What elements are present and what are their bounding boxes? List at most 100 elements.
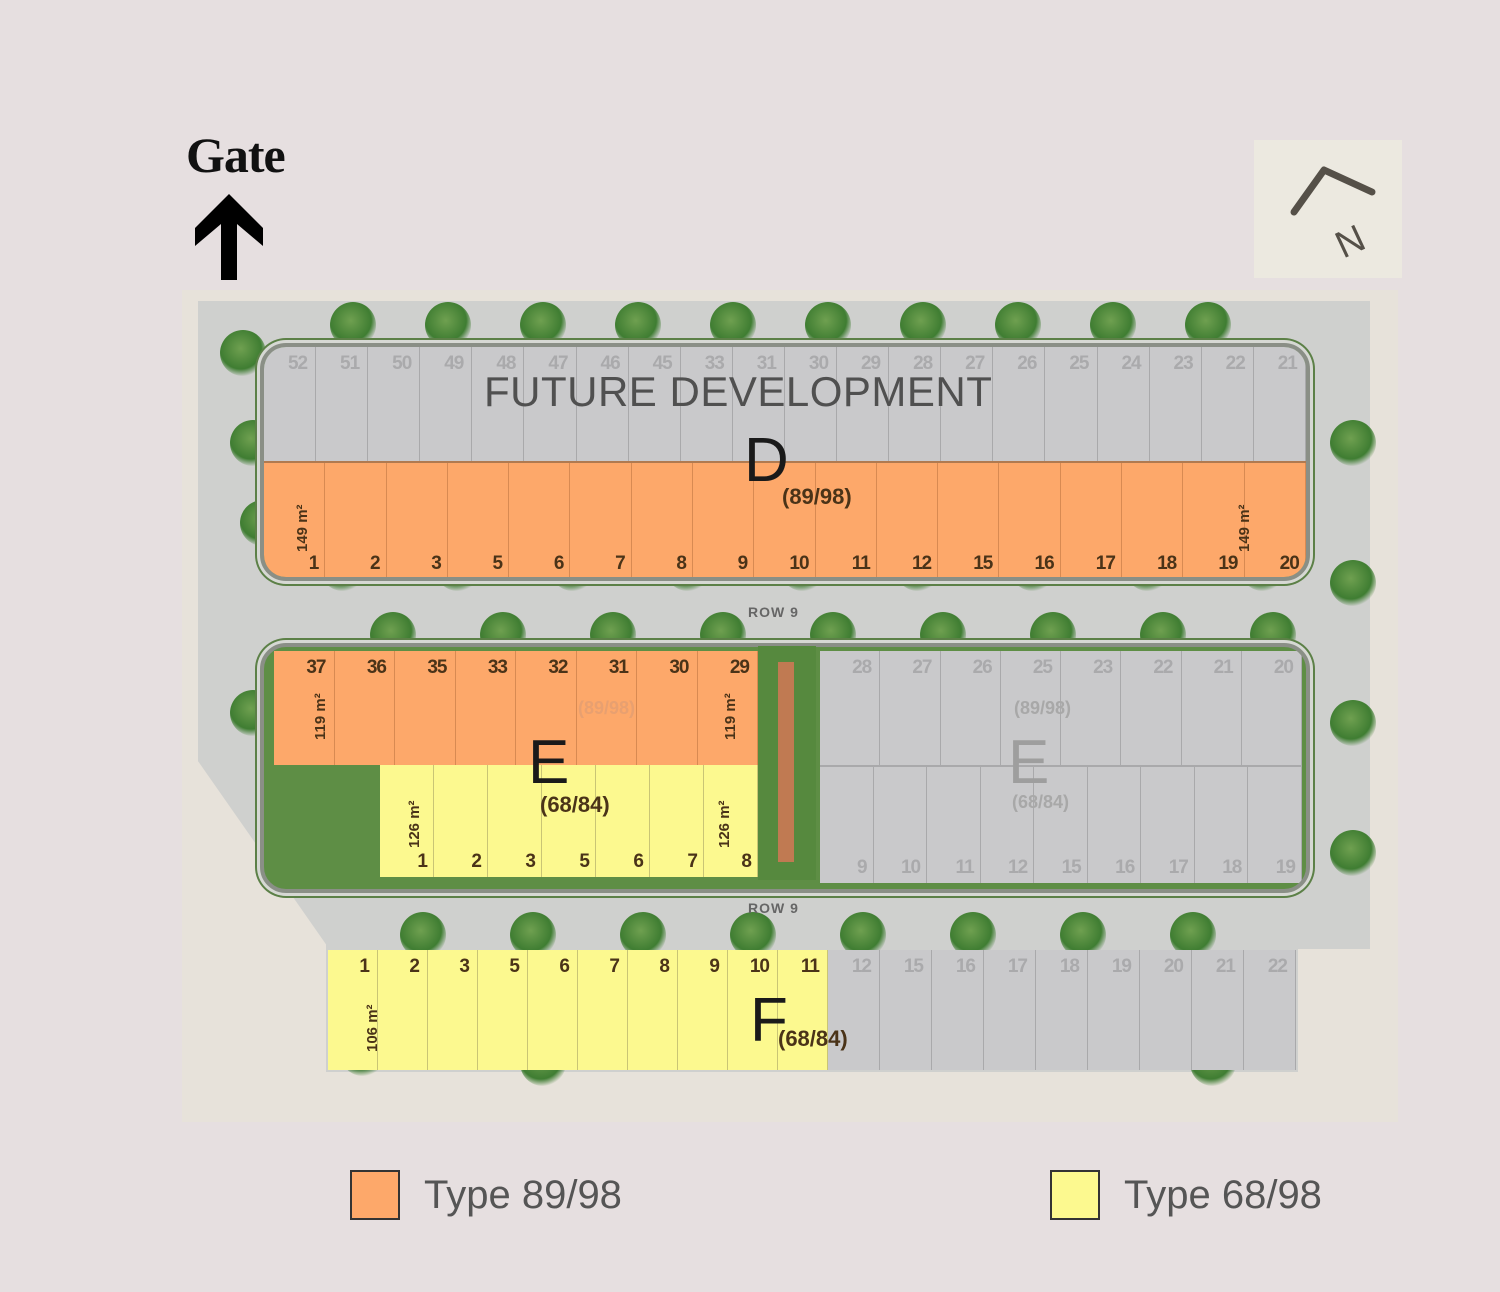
legend-label: Type 68/98 [1124,1172,1322,1217]
lot: 51 [316,347,369,461]
lot-number: 11 [851,553,871,574]
lot-number: 21 [1277,353,1298,374]
lot-number: 3 [459,956,470,977]
lot: 7 [578,950,628,1070]
lot: 28 [820,651,881,765]
lot: 17 [984,950,1036,1070]
future-development-label: FUTURE DEVELOPMENT [484,368,993,415]
tree-icon [805,302,851,348]
lot: 18 [1194,767,1249,883]
lot: 21 [1253,347,1306,461]
lot-number: 36 [366,657,387,678]
lot: 3 [488,765,542,877]
lot: 6 [528,950,578,1070]
lot-number: 5 [579,851,590,872]
lot: 47 [524,347,577,461]
lot: 33 [680,347,733,461]
lot-number: 5 [492,553,504,574]
lot: 5 [478,950,528,1070]
lot: 26 [993,347,1046,461]
gate-label: Gate [186,127,286,183]
lot-number: 8 [741,851,752,872]
lot-number: 49 [444,353,464,374]
lot: 7 [650,765,704,877]
lot: 8 [631,463,693,577]
lot: 1 [264,463,326,577]
legend-swatch-orange [350,1170,400,1220]
lot-number: 22 [1267,956,1288,977]
lot: 11 [815,463,877,577]
lot: 26 [940,651,1001,765]
lot: 5 [447,463,510,577]
tree-icon [1330,420,1376,466]
block-e-letter: E [528,728,570,797]
tree-icon [330,302,376,348]
lot-number: 23 [1093,657,1113,678]
lot: 24 [1097,347,1150,461]
lot-number: 30 [808,353,829,374]
area-label-e-bottom-left: 126 m² [406,800,423,848]
lot-number: 20 [1279,553,1300,574]
lot-number: 6 [633,851,644,872]
lot-number: 15 [973,553,993,574]
lot-number: 1 [308,553,320,574]
lot: 12 [980,767,1035,883]
lot: 25 [1000,651,1061,765]
lot-number: 31 [756,353,777,374]
lot-number: 6 [559,956,570,977]
lot: 9 [820,767,874,883]
lot-number: 2 [471,851,482,872]
lot: 10 [728,950,778,1070]
tree-icon [615,302,661,348]
lot-number: 33 [704,353,725,374]
tree-icon [1090,302,1136,348]
lot-number: 16 [1115,857,1135,878]
lot-number: 26 [1017,353,1037,374]
lot-number: 28 [852,657,872,678]
tree-icon [1330,830,1376,876]
lot: 49 [420,347,473,461]
legend-swatch-yellow [1050,1170,1100,1220]
lot: 2 [378,950,428,1070]
lot-number: 2 [369,553,381,574]
lot: 35 [395,651,456,765]
lot: 20 [1140,950,1192,1070]
lot: 16 [932,950,984,1070]
lot: 46 [576,347,629,461]
lot-number: 12 [911,553,932,574]
tree-icon [710,302,756,348]
green-median-strip [758,646,816,880]
lot: 52 [264,347,317,461]
lot-number: 16 [1034,553,1055,574]
row-label-lower: ROW 9 [748,900,799,916]
lot: 8 [704,765,758,877]
block-d-type: (89/98) [782,484,852,509]
lot-number: 17 [1168,857,1189,878]
lot: 20 [1244,463,1306,577]
lot-number: 15 [903,956,924,977]
lot-number: 47 [548,353,568,374]
legend-label: Type 89/98 [424,1172,622,1217]
lot-number: 27 [965,353,985,374]
lot: 22 [1201,347,1254,461]
lot: 12 [828,950,880,1070]
lot: 9 [692,463,755,577]
lot: 1 [380,765,434,877]
lot: 36 [334,651,395,765]
lot: 23 [1149,347,1202,461]
lot: 15 [938,463,1000,577]
lot-number: 17 [1007,956,1028,977]
lot: 9 [678,950,728,1070]
lot-number: 35 [427,657,447,678]
lot-number: 3 [431,553,442,574]
lot: 32 [516,651,577,765]
lot: 17 [1141,767,1195,883]
lot-number: 18 [1059,956,1080,977]
lot: 19 [1088,950,1140,1070]
lot: 18 [1121,463,1184,577]
tree-icon [900,302,946,348]
tree-icon [995,302,1041,348]
lot: 50 [368,347,421,461]
